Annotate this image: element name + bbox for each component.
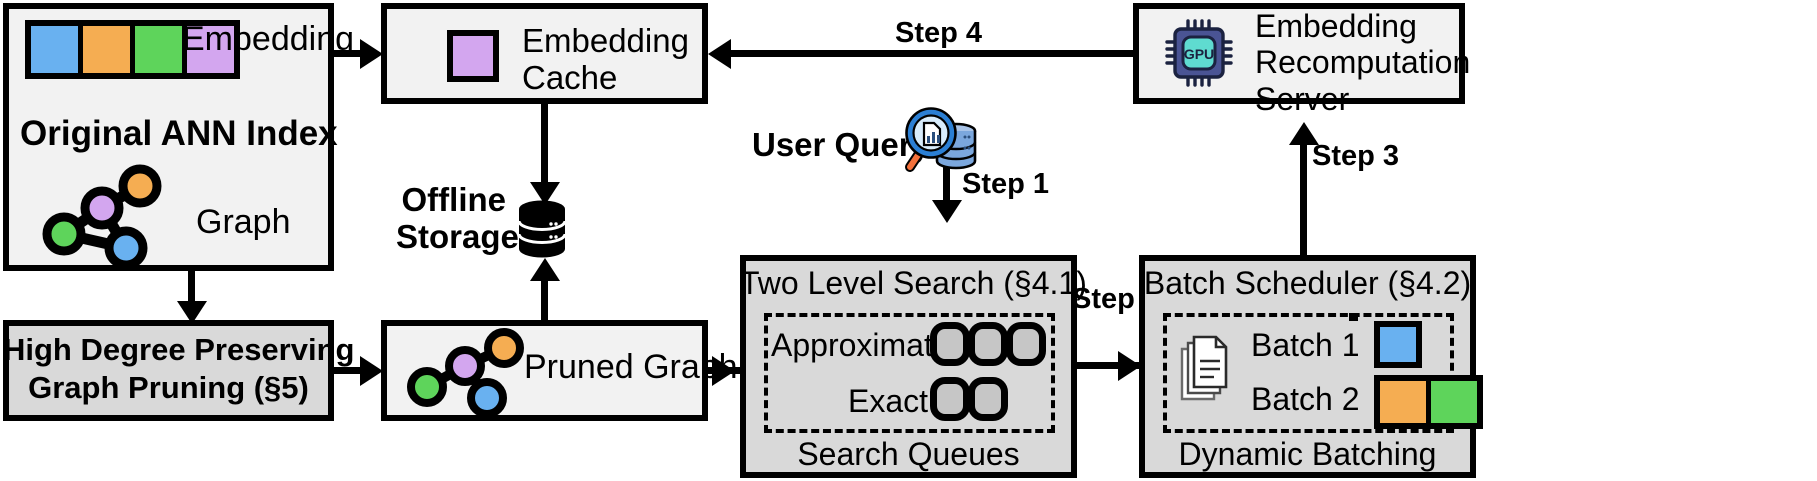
embedding-vector-icon	[25, 20, 240, 79]
embedding-cache-box	[381, 3, 708, 104]
offline-storage-label: Offline Storage	[396, 181, 519, 255]
connector-index-to-cache	[334, 50, 366, 57]
database-cylinder-icon	[517, 200, 567, 258]
arrowhead-server-to-cache	[708, 39, 731, 69]
two-level-search-title: Two Level Search (§4.1)	[740, 265, 1087, 301]
arrowhead-scheduler-to-server	[1289, 122, 1319, 145]
connector-query-to-search	[943, 167, 950, 212]
embedding-label: Embedding	[182, 20, 355, 58]
connector-pruned-to-storage	[541, 268, 548, 320]
arrowhead-search-to-scheduler	[1118, 351, 1141, 381]
arrowhead-pruned-to-search	[712, 356, 735, 386]
exact-queue-slot	[930, 377, 970, 421]
search-queues-panel	[764, 313, 1055, 433]
exact-label: Exact	[848, 383, 929, 419]
exact-queue-slot	[968, 377, 1008, 421]
arrowhead-cache-to-storage	[530, 182, 560, 205]
graph-pruning-box	[3, 320, 334, 421]
approximate-queue-slot	[930, 322, 970, 366]
original-graph-label: Graph	[196, 203, 291, 241]
arrowhead-pruning-to-pruned	[360, 356, 383, 386]
step-3-label: Step 3	[1312, 140, 1400, 172]
gpu-icon-text: GPU	[1184, 46, 1214, 62]
original-graph-icon	[42, 164, 162, 270]
approximate-queue-slot	[968, 322, 1008, 366]
arrowhead-index-to-cache	[360, 39, 383, 69]
gpu-chip-icon: GPU	[1165, 19, 1233, 87]
dynamic-batching-footer: Dynamic Batching	[1178, 436, 1437, 472]
documents-stack-icon	[1180, 335, 1228, 401]
embedding-cache-swatch-icon	[447, 30, 499, 82]
connector-cache-to-storage	[541, 104, 548, 190]
batch-1-swatch-icon	[1374, 321, 1422, 368]
connector-pruning-to-pruned	[334, 367, 366, 374]
arrowhead-query-to-search	[932, 200, 962, 223]
connector-scheduler-to-server	[1300, 132, 1307, 255]
recompute-server-label: Embedding Recomputation Server	[1255, 8, 1471, 117]
batch-2-label: Batch 2	[1251, 381, 1360, 417]
batch-scheduler-title: Batch Scheduler (§4.2)	[1143, 265, 1472, 301]
connector-search-to-scheduler	[1077, 362, 1139, 369]
connector-index-to-pruning	[188, 271, 195, 311]
embedding-cache-label: Embedding Cache	[522, 22, 689, 96]
approximate-queue-slot	[1006, 322, 1046, 366]
search-queues-footer: Search Queues	[797, 436, 1020, 472]
pruned-graph-label: Pruned Graph	[524, 348, 738, 386]
search-database-icon	[905, 107, 977, 172]
approximate-label: Approximate	[771, 327, 951, 363]
connector-server-to-cache	[720, 50, 1133, 57]
batch-2-swatch-icon	[1374, 375, 1483, 429]
graph-pruning-label: High Degree Preserving Graph Pruning (§5…	[3, 332, 355, 405]
pruned-graph-icon	[407, 328, 524, 418]
arrowhead-index-to-pruning	[177, 301, 207, 324]
batch-1-label: Batch 1	[1251, 327, 1360, 363]
arrowhead-pruned-to-storage	[530, 258, 560, 281]
two-level-search-box	[740, 255, 1077, 478]
step-1-label: Step 1	[962, 168, 1050, 200]
step-4-label: Step 4	[895, 17, 983, 49]
dynamic-batching-border	[1163, 313, 1454, 433]
original-ann-index-title: Original ANN Index	[20, 114, 338, 153]
